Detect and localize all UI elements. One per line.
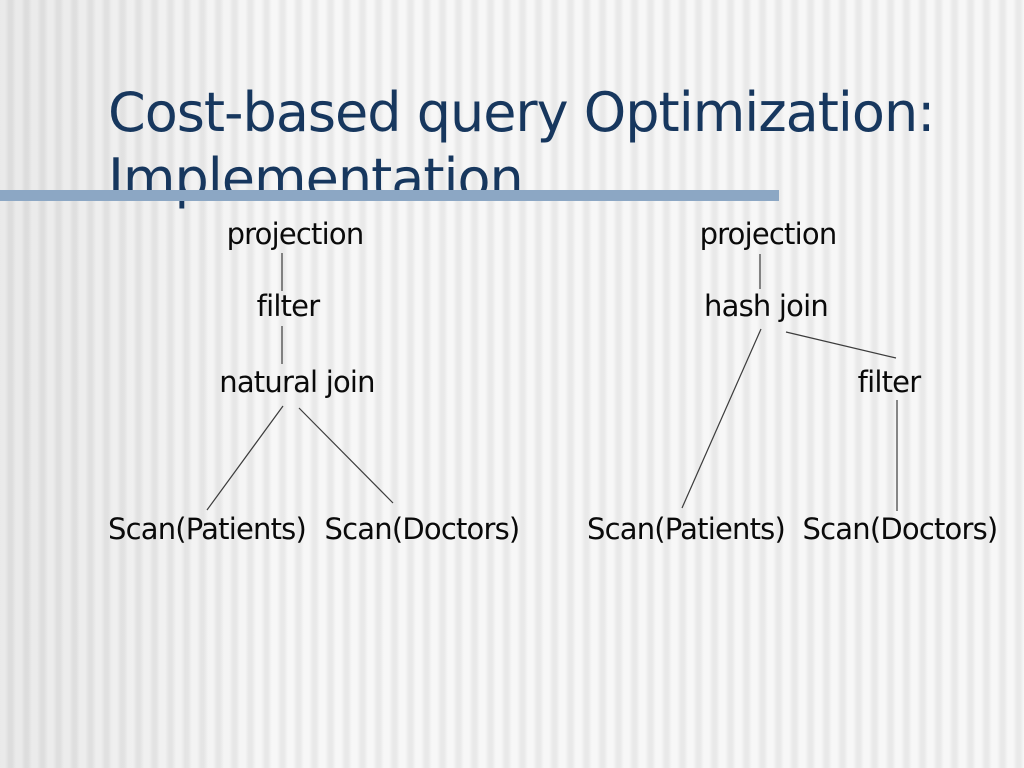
left-tree-node-filter: filter <box>256 289 320 323</box>
edge-left-naturaljoin-scanpatients <box>206 405 284 511</box>
title-underline-bar <box>0 190 779 201</box>
right-tree-node-filter: filter <box>857 365 921 399</box>
left-tree-node-projection: projection <box>226 217 365 251</box>
edge-left-naturaljoin-scandoctors <box>298 407 394 504</box>
right-tree-node-projection: projection <box>699 217 838 251</box>
slide-title: Cost-based query Optimization: Implement… <box>108 80 988 212</box>
edge-right-hashjoin-scanpatients <box>681 328 762 509</box>
left-tree-node-natural-join: natural join <box>219 365 375 399</box>
right-tree-node-hash-join: hash join <box>704 289 829 323</box>
edge-right-hashjoin-filter <box>785 331 897 359</box>
right-tree-node-scan-doctors: Scan(Doctors) <box>802 512 999 546</box>
right-tree-node-scan-patients: Scan(Patients) <box>586 512 786 546</box>
left-tree-node-scan-doctors: Scan(Doctors) <box>324 512 521 546</box>
slide-title-line2: Implementation <box>108 147 524 211</box>
slide-title-line1: Cost-based query Optimization: <box>108 81 935 145</box>
left-tree-node-scan-patients: Scan(Patients) <box>107 512 307 546</box>
